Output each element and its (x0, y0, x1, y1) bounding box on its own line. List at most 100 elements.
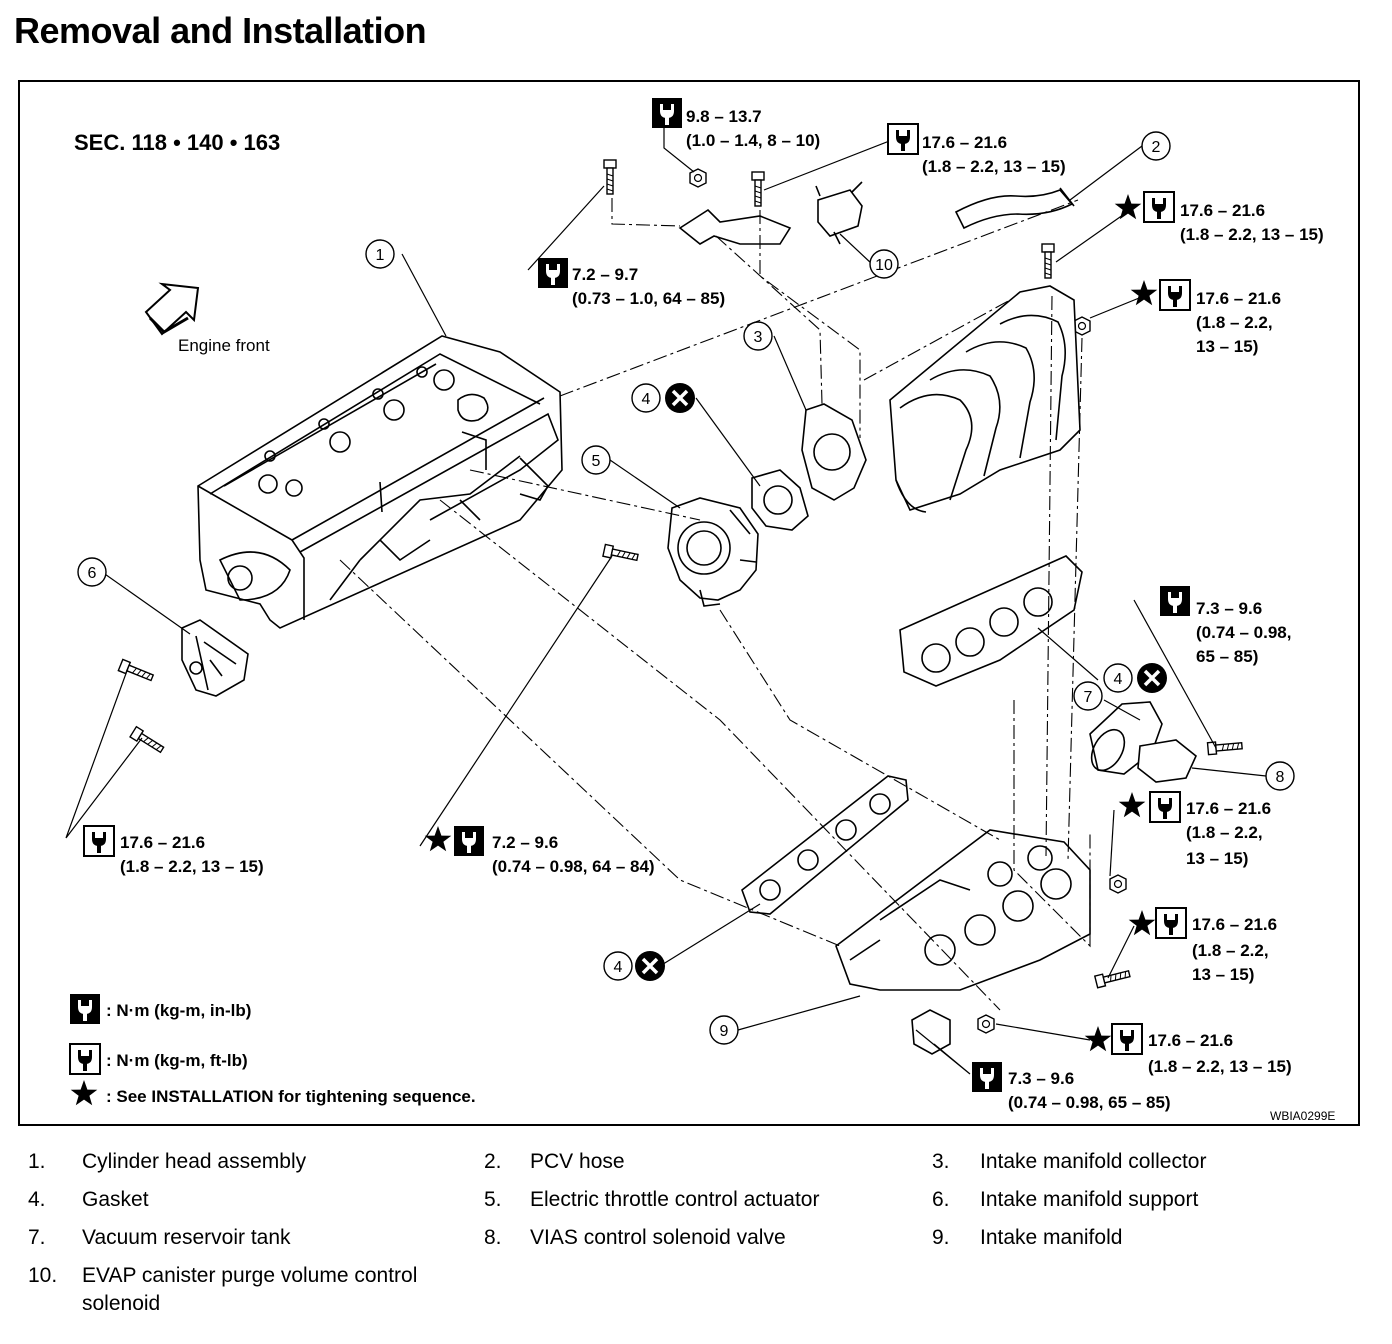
throttle-gasket (751, 469, 809, 531)
throttle-bolt (602, 543, 640, 564)
manifold-bolt-top (1041, 243, 1055, 279)
svg-text:7: 7 (1084, 689, 1093, 706)
star-icon (70, 1080, 98, 1106)
callout-4-collector-gasket: 4 (1103, 663, 1133, 693)
svg-text:13 – 15): 13 – 15) (1196, 337, 1258, 356)
intake-manifold-collector (889, 285, 1081, 513)
svg-text:4: 4 (614, 959, 623, 976)
svg-text:4: 4 (642, 391, 651, 408)
svg-text:7.3 – 9.6: 7.3 – 9.6 (1196, 599, 1262, 618)
support-bolt-lower (129, 725, 166, 756)
solenoid-bracket (678, 208, 792, 245)
svg-text:(1.8 – 2.2, 13 – 15): (1.8 – 2.2, 13 – 15) (1180, 225, 1324, 244)
svg-text:2: 2 (1152, 139, 1161, 156)
intake-manifold (835, 829, 1091, 991)
svg-text:3: 3 (754, 329, 763, 346)
callout-5: 5 (581, 445, 611, 475)
svg-text:9: 9 (720, 1023, 729, 1040)
bracket-bolt-left (603, 159, 617, 195)
svg-text:17.6 – 21.6: 17.6 – 21.6 (922, 133, 1007, 152)
svg-text:(1.8 – 2.2, 13 – 15): (1.8 – 2.2, 13 – 15) (120, 857, 264, 876)
torque-spec-7-3-mid: 7.3 – 9.6 (0.74 – 0.98, 65 – 85) (1160, 586, 1291, 666)
svg-text:8: 8 (1276, 769, 1285, 786)
torque-spec-star-r3: 17.6 – 21.6 (1.8 – 2.2, 13 – 15) (1118, 791, 1271, 868)
svg-text:17.6 – 21.6: 17.6 – 21.6 (1180, 201, 1265, 220)
wrench-inlb-icon (70, 994, 100, 1024)
legend: : N·m (kg-m, in-lb) : N·m (kg-m, ft-lb) … (69, 994, 476, 1106)
torque-spec-star-7-2-9-6: 7.2 – 9.6 (0.74 – 0.98, 64 – 84) (424, 826, 655, 876)
evap-solenoid (815, 181, 863, 245)
engine-front-label: Engine front (178, 336, 270, 355)
svg-text:(0.74 – 0.98, 65 – 85): (0.74 – 0.98, 65 – 85) (1008, 1093, 1171, 1112)
svg-text:1: 1 (376, 247, 385, 264)
callout-3: 3 (743, 321, 773, 351)
wrench-ftlb-icon (69, 1043, 101, 1075)
torque-spec-7-3-bottom: 7.3 – 9.6 (0.74 – 0.98, 65 – 85) (972, 1062, 1171, 1112)
callout-7: 7 (1073, 681, 1103, 711)
svg-text:17.6 – 21.6: 17.6 – 21.6 (1148, 1031, 1233, 1050)
engine-front-arrow-icon (144, 282, 200, 336)
torque-spec-star-bottom: 17.6 – 21.6 (1.8 – 2.2, 13 – 15) (1084, 1023, 1292, 1076)
svg-text:4: 4 (1114, 671, 1123, 688)
callout-4-manifold-gasket: 4 (603, 951, 633, 981)
collector-flange (801, 403, 867, 501)
svg-text:(1.8 – 2.2,: (1.8 – 2.2, (1196, 313, 1273, 332)
vias-control-solenoid-valve (1137, 739, 1197, 783)
svg-text:(1.8 – 2.2,: (1.8 – 2.2, (1186, 823, 1263, 842)
callout-2: 2 (1141, 131, 1171, 161)
svg-text:(1.8 – 2.2, 13 – 15): (1.8 – 2.2, 13 – 15) (922, 157, 1066, 176)
svg-text:17.6 – 21.6: 17.6 – 21.6 (1196, 289, 1281, 308)
page-title: Removal and Installation (14, 10, 427, 51)
section-label: SEC. 118 • 140 • 163 (74, 130, 280, 155)
manifold-nut-right (1109, 874, 1127, 894)
manifold-stud (911, 1009, 951, 1055)
svg-text:: N·m (kg-m, in-lb): : N·m (kg-m, in-lb) (106, 1001, 251, 1020)
svg-text:(0.73 – 1.0, 64 – 85): (0.73 – 1.0, 64 – 85) (572, 289, 725, 308)
diagram-frame (18, 80, 1360, 1126)
exploded-diagram: SEC. 118 • 140 • 163 Engine front (65, 98, 1335, 1123)
callout-9: 9 (709, 1015, 739, 1045)
figure-code: WBIA0299E (1270, 1109, 1335, 1123)
torque-spec-star-r2: 17.6 – 21.6 (1.8 – 2.2, 13 – 15) (1130, 279, 1281, 356)
replace-gasket-icon (633, 949, 667, 983)
callout-4-throttle-gasket: 4 (631, 383, 661, 413)
callout-10: 10 (869, 249, 899, 279)
manifold-gasket (741, 775, 909, 915)
svg-text:7.3 – 9.6: 7.3 – 9.6 (1008, 1069, 1074, 1088)
svg-text:5: 5 (592, 453, 601, 470)
svg-text:9.8 – 13.7: 9.8 – 13.7 (686, 107, 762, 126)
cylinder-head-assembly (197, 335, 563, 629)
svg-text:(1.0 – 1.4, 8 – 10): (1.0 – 1.4, 8 – 10) (686, 131, 820, 150)
svg-text:7.2 – 9.7: 7.2 – 9.7 (572, 265, 638, 284)
intake-manifold-support (181, 619, 249, 697)
svg-text:17.6 – 21.6: 17.6 – 21.6 (1192, 915, 1277, 934)
bracket-nut (689, 168, 707, 188)
replace-gasket-icon (1135, 661, 1169, 695)
svg-text:: N·m (kg-m, ft-lb): : N·m (kg-m, ft-lb) (106, 1051, 248, 1070)
manifold-bolt-right (1094, 967, 1132, 989)
svg-text:(0.74 – 0.98, 64 – 84): (0.74 – 0.98, 64 – 84) (492, 857, 655, 876)
callout-6: 6 (77, 557, 107, 587)
callout-1: 1 (365, 239, 395, 269)
torque-spec-7-2-9-7: 7.2 – 9.7 (0.73 – 1.0, 64 – 85) (538, 258, 725, 308)
svg-text:7.2 – 9.6: 7.2 – 9.6 (492, 833, 558, 852)
svg-text:6: 6 (88, 565, 97, 582)
svg-text:13 – 15): 13 – 15) (1186, 849, 1248, 868)
svg-text:(1.8 – 2.2, 13 – 15): (1.8 – 2.2, 13 – 15) (1148, 1057, 1292, 1076)
replace-gasket-icon (663, 381, 697, 415)
svg-text:: See INSTALLATION for tighten: : See INSTALLATION for tightening sequen… (106, 1087, 476, 1106)
torque-spec-9-8: 9.8 – 13.7 (1.0 – 1.4, 8 – 10) (652, 98, 820, 150)
manifold-nut-top (1073, 316, 1091, 336)
torque-spec-star-r1: 17.6 – 21.6 (1.8 – 2.2, 13 – 15) (1114, 191, 1324, 244)
callout-8: 8 (1265, 761, 1295, 791)
manifold-nut-bottom (977, 1014, 995, 1034)
torque-spec-star-r4: 17.6 – 21.6 (1.8 – 2.2, 13 – 15) (1128, 907, 1277, 984)
svg-text:65 – 85): 65 – 85) (1196, 647, 1258, 666)
torque-spec-17-6-left: 17.6 – 21.6 (1.8 – 2.2, 13 – 15) (83, 825, 264, 876)
torque-spec-17-6-top: 17.6 – 21.6 (1.8 – 2.2, 13 – 15) (887, 123, 1066, 176)
svg-text:17.6 – 21.6: 17.6 – 21.6 (120, 833, 205, 852)
electric-throttle-control-actuator (667, 497, 759, 607)
bracket-bolt-right (751, 171, 765, 207)
svg-text:13 – 15): 13 – 15) (1192, 965, 1254, 984)
collector-gasket (899, 555, 1083, 687)
